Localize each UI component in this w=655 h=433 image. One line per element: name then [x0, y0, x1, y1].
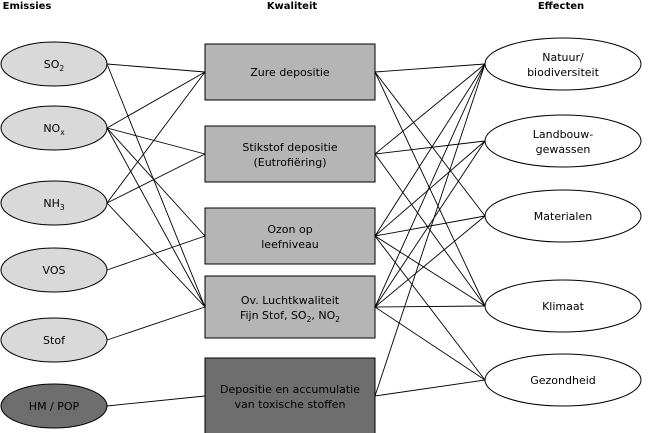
link-lucht-natuur: [374, 63, 486, 308]
header-effects: Effecten: [538, 1, 584, 12]
link-nox-zure: [106, 71, 206, 129]
quality-box-zure: Zure depositie: [204, 43, 376, 101]
effect-label-line1: Klimaat: [542, 300, 585, 313]
quality-box-ozon: Ozon op leefniveau: [204, 207, 376, 265]
link-nh3-lucht: [106, 202, 206, 308]
link-lucht-materialen: [374, 215, 486, 308]
emission-node-nox: NOx: [0, 105, 108, 151]
effect-label-line2: gewassen: [536, 143, 591, 156]
effect-label-line1: Materialen: [534, 210, 592, 223]
emission-ellipse: [0, 247, 108, 293]
quality-rect: [204, 43, 376, 101]
emission-label: NH3: [43, 197, 65, 212]
quality-label-line2: (Eutrofiëring): [253, 156, 326, 169]
link-so2-lucht: [106, 63, 206, 308]
link-lucht-klimaat: [374, 305, 486, 308]
quality-rect: [204, 275, 376, 339]
link-stikstof-natuur: [374, 63, 486, 155]
link-zure-materialen: [374, 71, 486, 217]
link-nox-lucht: [106, 127, 206, 308]
effect-ellipse: [484, 189, 642, 243]
emission-ellipse: [0, 383, 108, 429]
quality-box-depositie: Depositie en accumulatie van toxische sto…: [204, 357, 376, 433]
link-lucht-gezondheid: [374, 306, 486, 381]
emission-node-stof: Stof: [0, 317, 108, 363]
effect-node-gezondheid: Gezondheid: [484, 353, 642, 407]
link-lucht-landbouw: [374, 140, 486, 308]
effect-label-line1: Landbouw-: [533, 128, 594, 141]
link-nh3-stikstof: [106, 153, 206, 204]
link-nox-ozon: [106, 127, 206, 237]
effect-node-klimaat: Klimaat: [484, 279, 642, 333]
quality-label-line2: Fijn Stof, SO2, NO2: [240, 309, 340, 324]
link-stof-lucht: [106, 306, 206, 341]
effect-node-natuur: Natuur/biodiversiteit: [484, 37, 642, 91]
link-zure-natuur: [374, 63, 486, 73]
effect-label-line1: Natuur/: [542, 51, 584, 64]
effect-ellipse: [484, 37, 642, 91]
emission-ellipse: [0, 105, 108, 151]
emission-node-nh3: NH3: [0, 180, 108, 226]
effect-label-line1: Gezondheid: [530, 374, 596, 387]
link-depositie-gezondheid: [374, 379, 486, 397]
link-nox-stikstof: [106, 127, 206, 155]
header-emissions: Emissies: [3, 1, 52, 12]
emission-node-vos: VOS: [0, 247, 108, 293]
effect-node-landbouw: Landbouw-gewassen: [484, 114, 642, 168]
quality-rect: [204, 357, 376, 433]
emission-label: HM / POP: [29, 400, 80, 413]
emission-ellipse: [0, 317, 108, 363]
quality-label-line1: Stikstof depositie: [242, 141, 337, 154]
quality-rect: [204, 207, 376, 265]
emission-ellipse: [0, 41, 108, 87]
quality-rect: [204, 125, 376, 183]
link-ozon-klimaat: [374, 235, 486, 307]
quality-box-stikstof: Stikstof depositie (Eutrofiëring): [204, 125, 376, 183]
emission-label: NOx: [43, 122, 65, 137]
header-quality: Kwaliteit: [267, 1, 318, 12]
emission-ellipse: [0, 180, 108, 226]
effect-node-materialen: Materialen: [484, 189, 642, 243]
link-ozon-landbouw: [374, 140, 486, 237]
link-ozon-materialen: [374, 215, 486, 237]
emission-label: Stof: [43, 334, 66, 347]
emission-label: VOS: [43, 264, 66, 277]
emission-label: SO2: [44, 58, 65, 73]
connection-lines: [106, 63, 486, 407]
effect-label-line2: biodiversiteit: [527, 66, 600, 79]
link-so2-zure: [106, 63, 206, 73]
effect-ellipse: [484, 279, 642, 333]
effect-ellipse: [484, 353, 642, 407]
effect-ellipse: [484, 114, 642, 168]
link-vos-ozon: [106, 235, 206, 271]
link-ozon-gezondheid: [374, 235, 486, 381]
quality-label-line1: Zure depositie: [250, 66, 330, 79]
emission-node-hmpop: HM / POP: [0, 383, 108, 429]
quality-label-line1: Ozon op: [267, 223, 312, 236]
quality-label-line2: leefniveau: [261, 238, 318, 251]
link-depositie-natuur: [374, 63, 486, 397]
emission-node-so2: SO2: [0, 41, 108, 87]
link-stikstof-landbouw: [374, 140, 486, 155]
link-hmpop-depositie: [106, 395, 206, 407]
link-ozon-natuur: [374, 63, 486, 237]
quality-label-line1: Depositie en accumulatie: [220, 383, 360, 396]
quality-label-line2: van toxische stoffen: [234, 398, 345, 411]
link-nh3-zure: [106, 71, 206, 204]
quality-label-line1: Ov. Luchtkwaliteit: [241, 294, 340, 307]
